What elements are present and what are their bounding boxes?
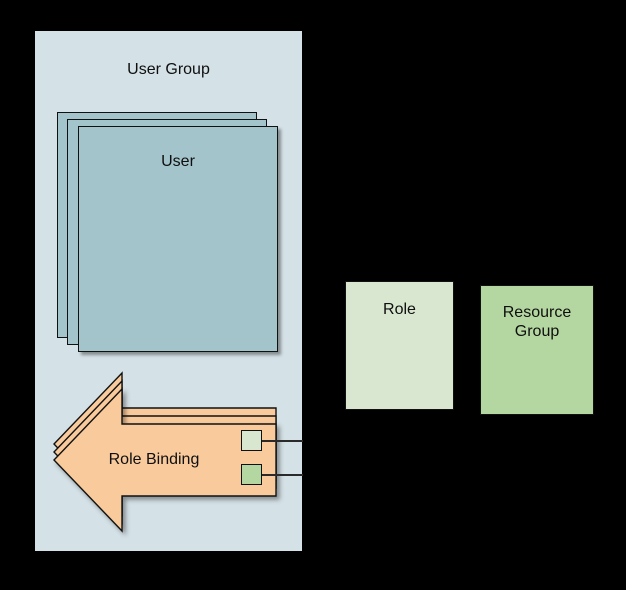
role-connector-line xyxy=(262,440,303,442)
resource-group-connector-square[interactable] xyxy=(241,464,262,485)
role-binding-arrow-shape xyxy=(53,387,277,533)
user-card-front[interactable] xyxy=(78,126,278,352)
role-connector-square[interactable] xyxy=(241,430,262,451)
role-binding-arrow-front[interactable] xyxy=(53,385,277,535)
resource-group-box[interactable] xyxy=(480,285,594,415)
role-box[interactable] xyxy=(345,281,454,410)
resource-group-connector-line xyxy=(262,474,303,476)
